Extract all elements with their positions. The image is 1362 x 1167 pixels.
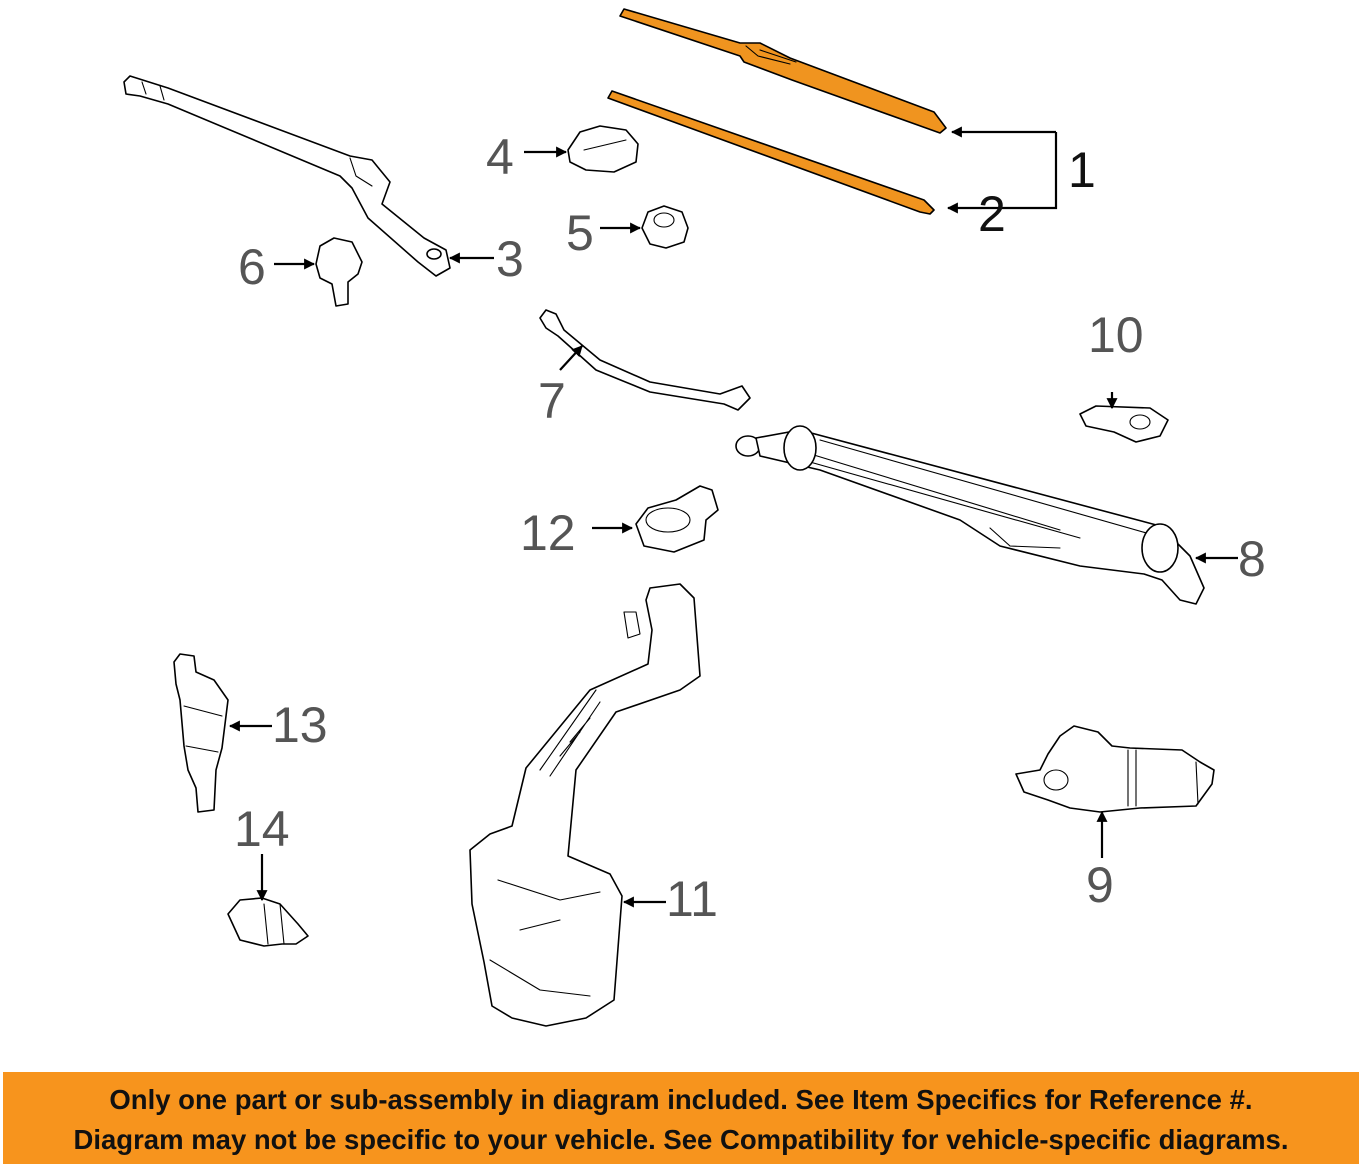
callout-5: 5 xyxy=(566,205,594,261)
wiper-arm-part[interactable] xyxy=(123,75,451,277)
notice-line-2: Diagram may not be specific to your vehi… xyxy=(73,1124,1289,1155)
callout-12: 12 xyxy=(520,505,576,561)
wiper-blade-part[interactable] xyxy=(619,8,947,134)
washer-pump-part[interactable] xyxy=(173,653,229,813)
callout-10: 10 xyxy=(1088,307,1144,363)
callout-9: 9 xyxy=(1086,857,1114,913)
reservoir-cap-part[interactable] xyxy=(635,485,719,553)
washer-nozzle-part[interactable] xyxy=(315,237,363,307)
bracket-part[interactable] xyxy=(1079,405,1169,443)
wiper-linkage-part[interactable] xyxy=(735,425,1205,605)
callout-8: 8 xyxy=(1238,531,1266,587)
callout-6: 6 xyxy=(238,239,266,295)
callout-2: 2 xyxy=(978,186,1006,242)
wiper-blade-refill-part[interactable] xyxy=(607,90,935,215)
wiper-parts-diagram: 1 2 3 4 5 6 7 8 9 10 11 12 13 14 xyxy=(123,8,1266,1027)
grommet-part[interactable] xyxy=(227,897,309,947)
callout-11: 11 xyxy=(666,871,718,927)
wiper-motor-part[interactable] xyxy=(1015,725,1215,813)
nut-part[interactable] xyxy=(641,205,689,249)
washer-reservoir-part[interactable] xyxy=(469,583,701,1027)
notice-line-1: Only one part or sub-assembly in diagram… xyxy=(109,1084,1253,1115)
leader-lines xyxy=(228,126,1238,908)
callout-7: 7 xyxy=(538,373,566,429)
callout-3: 3 xyxy=(496,231,524,287)
nut-cap-part[interactable] xyxy=(567,125,639,173)
washer-hose-part[interactable] xyxy=(539,309,751,411)
callout-14: 14 xyxy=(234,801,290,857)
callout-1: 1 xyxy=(1068,142,1096,198)
callout-4: 4 xyxy=(486,129,514,185)
compatibility-notice-banner: Only one part or sub-assembly in diagram… xyxy=(3,1072,1359,1164)
callout-13: 13 xyxy=(272,697,328,753)
